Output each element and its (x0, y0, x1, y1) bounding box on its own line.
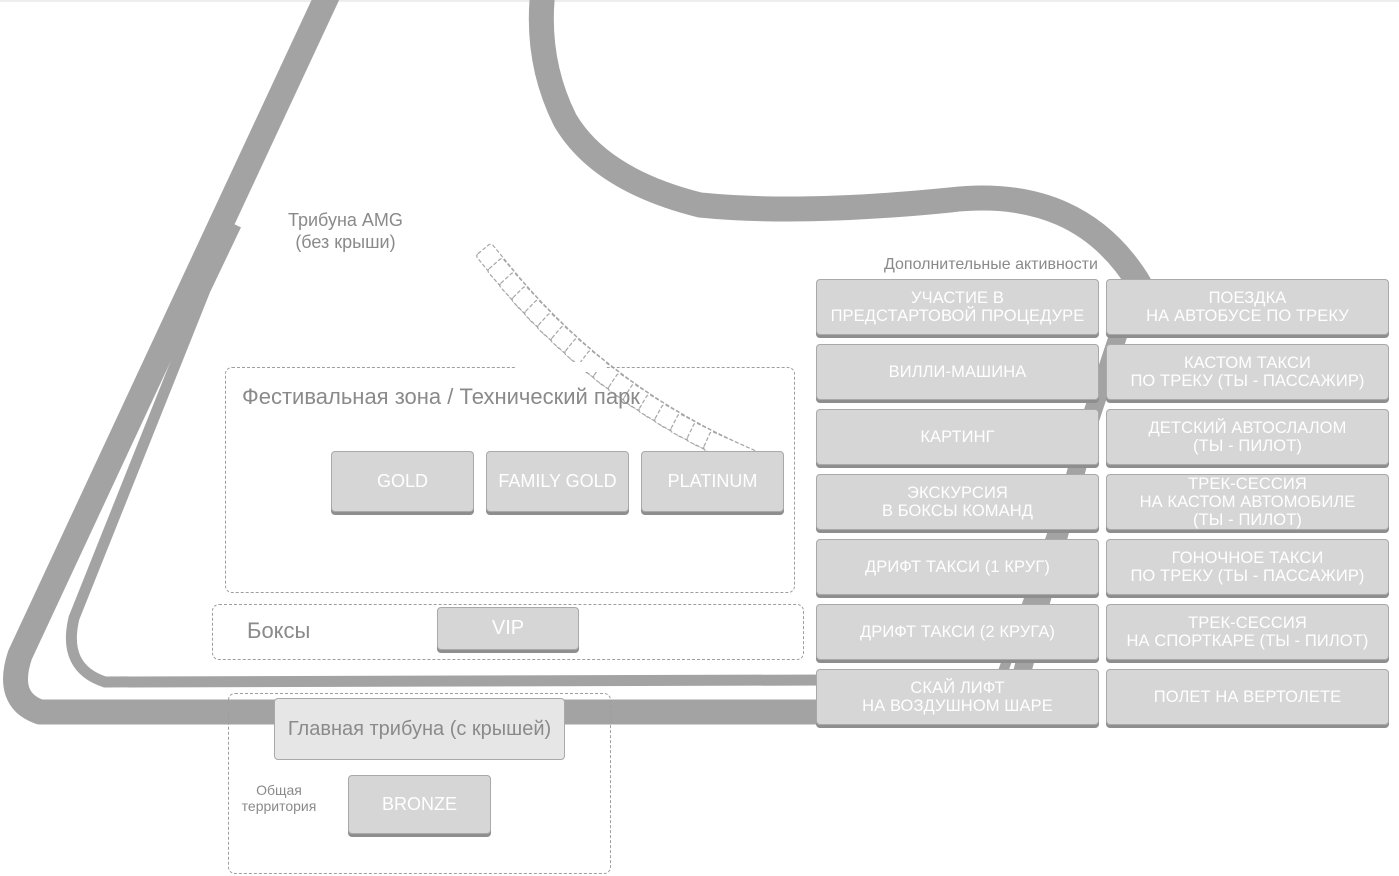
activity-right-button-2[interactable]: КАСТОМ ТАКСИ ПО ТРЕКУ (ТЫ - ПАССАЖИР) (1106, 344, 1389, 400)
activity-right-button-1[interactable]: ПОЕЗДКА НА АВТОБУСЕ ПО ТРЕКУ (1106, 279, 1389, 335)
boxes-title: Боксы (247, 618, 311, 643)
main-tribune-button[interactable]: Главная трибуна (с крышей) (274, 698, 565, 760)
ticket-vip-button[interactable]: VIP (437, 607, 579, 650)
activity-left-button-7[interactable]: СКАЙ ЛИФТ НА ВОЗДУШНОМ ШАРЕ (816, 669, 1099, 725)
track-inner (65, 222, 831, 688)
activity-left-button-4[interactable]: ЭКСКУРСИЯ В БОКСЫ КОМАНД (816, 474, 1099, 530)
boxes-zone (212, 604, 804, 660)
ticket-family-gold-button[interactable]: FAMILY GOLD (486, 451, 629, 512)
activity-right-button-7[interactable]: ПОЛЕТ НА ВЕРТОЛЕТЕ (1106, 669, 1389, 725)
festival-zone-title: Фестивальная зона / Технический парк (242, 384, 640, 409)
festival-zone-gap (515, 362, 605, 372)
activity-left-button-3[interactable]: КАРТИНГ (816, 409, 1099, 465)
activities-title: Дополнительные активности (884, 256, 1100, 274)
track-outer (3, 0, 830, 725)
activity-left-button-1[interactable]: УЧАСТИЕ В ПРЕДСТАРТОВОЙ ПРОЦЕДУРЕ (816, 279, 1099, 335)
activity-left-button-6[interactable]: ДРИФТ ТАКСИ (2 КРУГА) (816, 604, 1099, 660)
common-area-label: Общая территория (241, 782, 317, 814)
tribune-amg-label: Трибуна AMG (без крыши) (288, 209, 403, 253)
activity-left-button-5[interactable]: ДРИФТ ТАКСИ (1 КРУГ) (816, 539, 1099, 595)
ticket-gold-button[interactable]: GOLD (331, 451, 474, 512)
activity-left-button-2[interactable]: ВИЛЛИ-МАШИНА (816, 344, 1099, 400)
activity-right-button-5[interactable]: ГОНОЧНОЕ ТАКСИ ПО ТРЕКУ (ТЫ - ПАССАЖИР) (1106, 539, 1389, 595)
ticket-platinum-button[interactable]: PLATINUM (641, 451, 784, 512)
activity-right-button-6[interactable]: ТРЕК-СЕССИЯ НА СПОРТКАРЕ (ТЫ - ПИЛОТ) (1106, 604, 1389, 660)
common-area-zone (228, 693, 611, 874)
activity-right-button-3[interactable]: ДЕТСКИЙ АВТОСЛАЛОМ (ТЫ - ПИЛОТ) (1106, 409, 1389, 465)
ticket-bronze-button[interactable]: BRONZE (348, 775, 491, 834)
activity-right-button-4[interactable]: ТРЕК-СЕССИЯ НА КАСТОМ АВТОМОБИЛЕ (ТЫ - П… (1106, 474, 1389, 530)
tribune-amg-title: Трибуна AMG (288, 210, 403, 230)
amg-grandstand-seats (476, 243, 777, 479)
festival-zone (225, 367, 795, 593)
tribune-amg-subtitle: (без крыши) (295, 232, 396, 252)
track-right-curve (528, 0, 1151, 292)
